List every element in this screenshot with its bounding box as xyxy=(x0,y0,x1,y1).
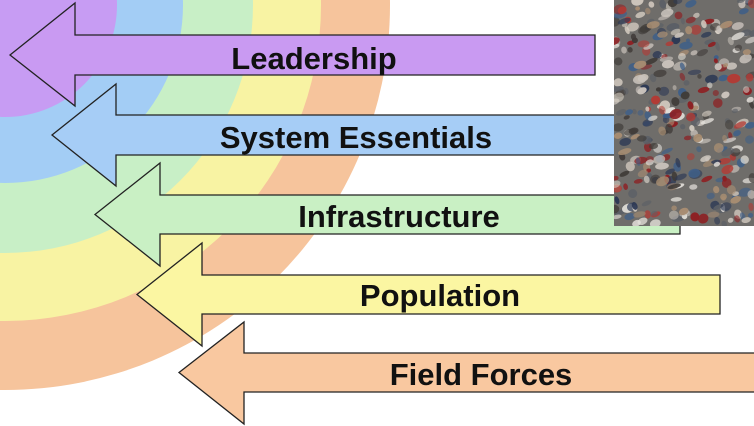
arrow-shape-leadership xyxy=(8,1,596,108)
arrow-label-system-essentials: System Essentials xyxy=(220,120,492,155)
arrow-shape-population xyxy=(135,241,721,348)
crowd-photo-icon xyxy=(614,0,754,226)
arrow-population: Population xyxy=(135,241,721,348)
arrow-label-leadership: Leadership xyxy=(231,41,396,76)
arrow-shape-field-forces xyxy=(177,320,754,426)
arrow-system-essentials: System Essentials xyxy=(50,82,626,188)
arrow-field-forces: Field Forces xyxy=(177,320,754,426)
arrow-leadership: Leadership xyxy=(8,1,596,108)
arrow-label-population: Population xyxy=(360,278,520,313)
arrow-label-infrastructure: Infrastructure xyxy=(298,199,500,234)
arrow-label-field-forces: Field Forces xyxy=(390,357,573,392)
